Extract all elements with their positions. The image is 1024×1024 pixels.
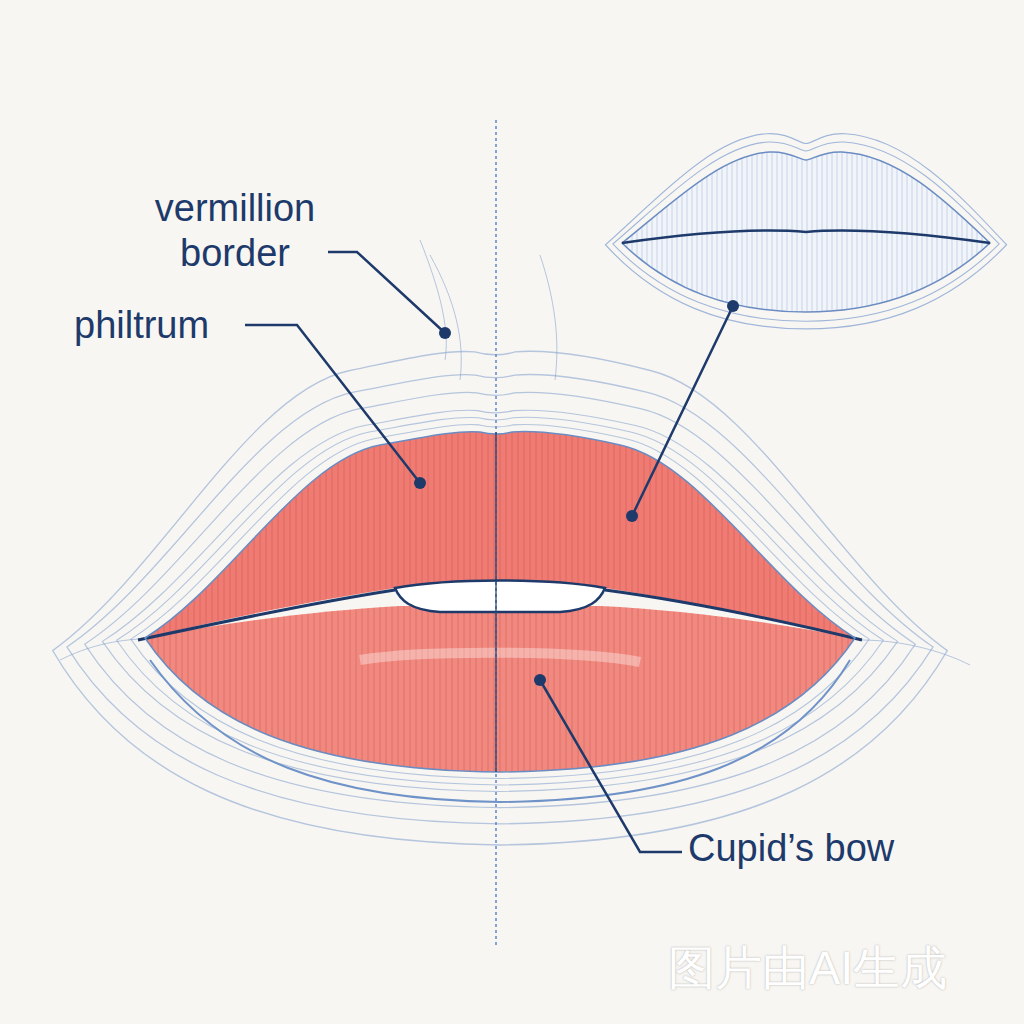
leader-line [245, 325, 420, 483]
leader-dot [727, 300, 739, 312]
contour-lines [53, 240, 970, 845]
upper-lip [145, 432, 855, 638]
contour-line [131, 424, 869, 778]
contour-line [613, 142, 999, 321]
mouth-opening [395, 581, 605, 613]
skin-strand [420, 240, 446, 360]
watermark: 图片由AI生成 [668, 940, 1018, 995]
lip-outline [145, 432, 855, 772]
skin-strand [60, 638, 150, 660]
contour-line [605, 134, 1006, 329]
part-label: Cupid’s bow [688, 826, 988, 871]
contour-line [85, 392, 916, 807]
contour-line [67, 375, 933, 824]
leader-dot [534, 674, 546, 686]
contour-line [117, 417, 884, 785]
upper-lip-texture [145, 432, 855, 638]
inset-contours [605, 134, 1006, 329]
lower-lip-texture [145, 606, 855, 772]
skin-strand [860, 640, 970, 665]
leader-dot [626, 510, 638, 522]
leader-dot [414, 477, 426, 489]
inset-lips-texture [622, 152, 990, 312]
inset-mouth-line [622, 230, 990, 243]
part-label: vermillion border [128, 186, 342, 276]
leader-lines [245, 252, 733, 852]
skin-strand [430, 255, 461, 380]
leader-line [540, 680, 682, 852]
leader-dot [439, 327, 451, 339]
leader-dots [414, 300, 739, 686]
lip-highlight [360, 653, 640, 662]
lower-lip [145, 606, 855, 772]
contour-line [53, 351, 948, 845]
skin-strand [540, 255, 557, 380]
midline [495, 432, 496, 772]
part-label: philtrum [74, 303, 274, 348]
leader-line [632, 306, 733, 516]
midline [495, 120, 497, 945]
inset-lips [622, 152, 990, 312]
leader-line [328, 252, 445, 333]
